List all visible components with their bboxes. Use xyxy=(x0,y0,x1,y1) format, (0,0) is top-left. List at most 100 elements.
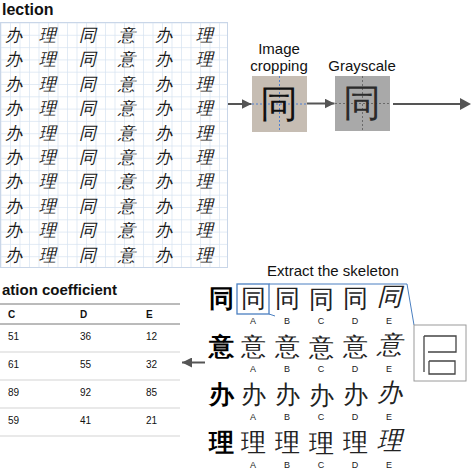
handwritten-character: 办 xyxy=(1,219,25,241)
handwritten-character: 理 xyxy=(35,73,59,95)
column-header: C xyxy=(8,308,15,322)
skeleton-character: 同 xyxy=(306,284,336,314)
grid-line xyxy=(1,96,227,97)
table-rule xyxy=(0,324,180,325)
exit-arrow-line xyxy=(393,103,462,105)
handwritten-character: 意 xyxy=(114,195,138,217)
cropping-step: Image cropping同 xyxy=(244,40,314,132)
handwritten-character: 理 xyxy=(192,73,216,95)
photographed-character: 同 xyxy=(335,76,390,131)
step-heading: Image cropping xyxy=(244,40,314,74)
grid-line xyxy=(1,232,227,233)
grid-line xyxy=(1,47,227,48)
sample-letter: A xyxy=(245,316,261,327)
handwritten-character: 意 xyxy=(114,122,138,144)
handwritten-character: 理 xyxy=(35,24,59,46)
handwritten-character: 理 xyxy=(192,48,216,70)
zoom-inset xyxy=(414,325,466,381)
table-cell: 21 xyxy=(146,414,157,428)
handwritten-character: 意 xyxy=(114,219,138,241)
reference-character: 同 xyxy=(206,284,236,314)
skeleton-character: 意 xyxy=(374,332,404,362)
flow-arrow xyxy=(182,362,205,364)
table-cell: 12 xyxy=(146,330,157,344)
zoom-leader xyxy=(269,284,414,325)
zoom-leader xyxy=(269,314,275,316)
table-rule xyxy=(0,408,180,409)
handwritten-character: 理 xyxy=(35,170,59,192)
grid-line xyxy=(1,146,227,147)
handwritten-character: 同 xyxy=(75,244,99,266)
handwritten-character: 理 xyxy=(192,219,216,241)
table-rule xyxy=(0,436,180,437)
step-heading: Grayscale xyxy=(326,57,398,74)
handwritten-character: 办 xyxy=(151,48,175,70)
handwritten-character: 办 xyxy=(151,146,175,168)
handwritten-character: 意 xyxy=(114,97,138,119)
table-cell: 32 xyxy=(146,358,157,372)
cropped-photo: 同 xyxy=(252,76,307,132)
handwritten-character: 办 xyxy=(1,24,25,46)
handwritten-character: 同 xyxy=(75,73,99,95)
skeleton-panel: Extract the skeleton同同同同同同ABCDE意意意意意意ABC… xyxy=(205,262,474,474)
handwritten-character: 理 xyxy=(192,122,216,144)
handwritten-character: 办 xyxy=(1,122,25,144)
handwritten-character: 理 xyxy=(35,146,59,168)
handwritten-character: 理 xyxy=(35,195,59,217)
sample-letter: C xyxy=(313,316,329,327)
flow-arrow xyxy=(307,103,335,105)
sample-letter: B xyxy=(279,460,295,471)
sample-letter: B xyxy=(279,316,295,327)
grid-line xyxy=(1,72,227,73)
handwritten-character: 理 xyxy=(192,170,216,192)
correlation-panel: ation coefficientCDE51361261553289928559… xyxy=(0,280,182,445)
handwritten-character: 理 xyxy=(192,146,216,168)
grid-line xyxy=(1,195,227,196)
skeleton-character: 同 xyxy=(272,284,302,314)
handwritten-character: 意 xyxy=(114,48,138,70)
column-header: E xyxy=(146,308,153,322)
step-heading: Extract the skeleton xyxy=(267,262,399,280)
grid-line xyxy=(1,170,227,171)
grid-line xyxy=(1,219,227,220)
handwritten-character: 理 xyxy=(35,219,59,241)
handwritten-character: 办 xyxy=(1,146,25,168)
handwritten-character: 办 xyxy=(151,219,175,241)
photographed-character: 同 xyxy=(252,76,307,132)
handwritten-character: 同 xyxy=(75,48,99,70)
grid-line xyxy=(1,121,227,122)
grid-line xyxy=(1,109,227,110)
handwritten-character: 理 xyxy=(35,122,59,144)
sample-letter: A xyxy=(245,364,261,375)
skeleton-character: 意 xyxy=(340,332,370,362)
sample-letter: C xyxy=(313,364,329,375)
table-rule xyxy=(0,380,180,381)
handwritten-character: 办 xyxy=(1,244,25,266)
table-cell: 55 xyxy=(80,358,91,372)
skeleton-character: 办 xyxy=(306,380,336,410)
highlight-box xyxy=(237,284,269,314)
handwritten-character: 同 xyxy=(75,170,99,192)
skeleton-character: 意 xyxy=(272,332,302,362)
handwritten-character: 理 xyxy=(192,244,216,266)
skeleton-character: 意 xyxy=(238,332,268,362)
table-cell: 59 xyxy=(8,414,19,428)
handwritten-character: 办 xyxy=(151,24,175,46)
skeleton-character: 理 xyxy=(374,428,404,458)
grid-line xyxy=(1,35,227,36)
skeleton-character: 理 xyxy=(340,428,370,458)
handwritten-character: 办 xyxy=(1,73,25,95)
handwritten-character: 意 xyxy=(114,73,138,95)
skeleton-character: 同 xyxy=(374,284,404,314)
sample-letter: D xyxy=(347,364,363,375)
handwritten-character: 意 xyxy=(114,146,138,168)
handwritten-character: 意 xyxy=(114,24,138,46)
handwritten-character: 同 xyxy=(75,195,99,217)
reference-character: 办 xyxy=(206,380,236,410)
grid-line xyxy=(1,158,227,159)
handwriting-sheet: 办理同意办理办理同意办理办理同意办理办理同意办理办理同意办理办理同意办理办理同意… xyxy=(0,22,228,268)
grid-line xyxy=(1,256,227,257)
grid-lines xyxy=(1,23,227,267)
skeleton-character: 理 xyxy=(272,428,302,458)
